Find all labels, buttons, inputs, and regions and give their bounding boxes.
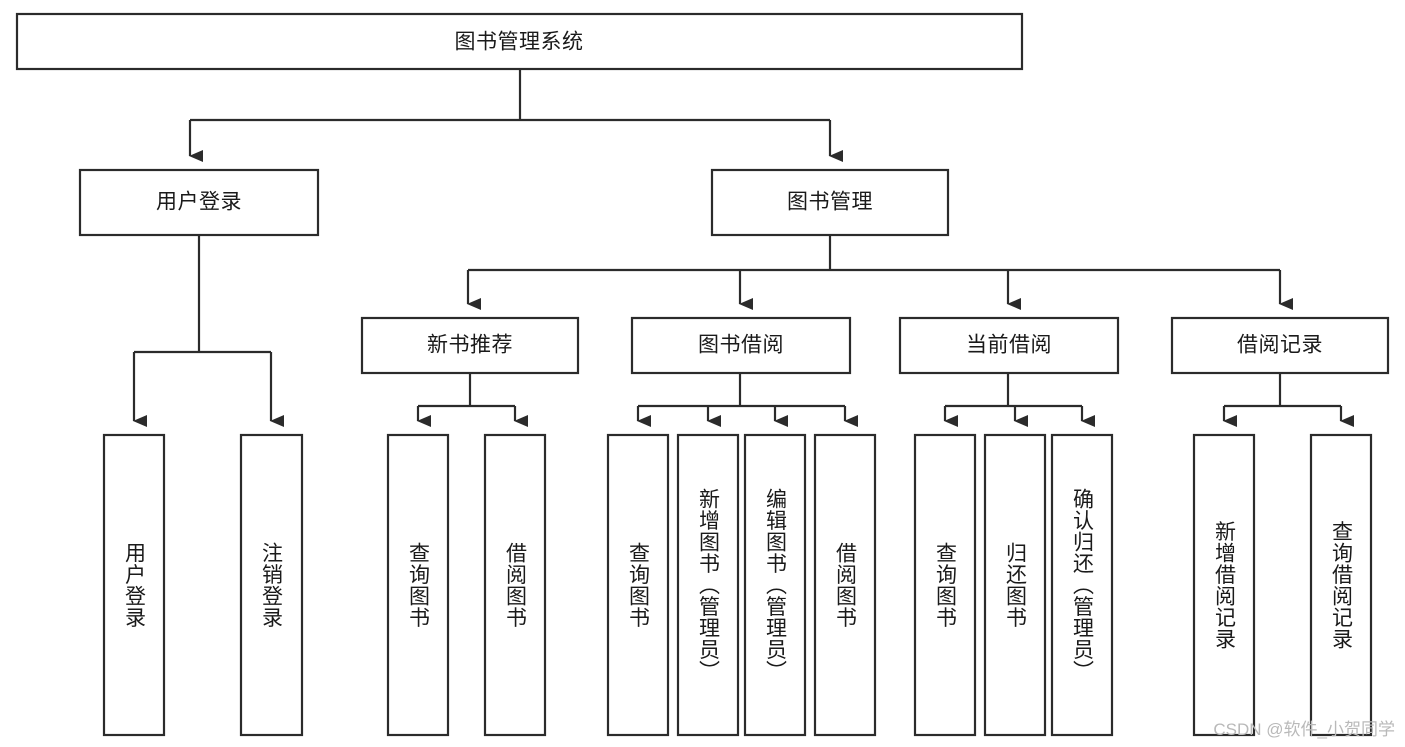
leaf-borrowrecord-query[interactable]: 查询借阅记录	[1309, 433, 1373, 737]
node-borrow-record[interactable]: 借阅记录	[1170, 316, 1390, 375]
leaf-borrowrecord-add[interactable]: 新增借阅记录	[1192, 433, 1256, 737]
leaf-bookborrow-add-box[interactable]	[676, 433, 740, 737]
leaf-borrowrecord-query-box[interactable]	[1309, 433, 1373, 737]
leaf-newbook-borrow-label: 借阅图书	[504, 542, 528, 628]
leaf-newbook-query-box[interactable]	[386, 433, 450, 737]
leaf-currentborrow-return[interactable]: 归还图书	[983, 433, 1047, 737]
leaf-newbook-borrow-box[interactable]	[483, 433, 547, 737]
node-borrow-record-label: 借阅记录	[1237, 334, 1323, 357]
node-new-book-recommend[interactable]: 新书推荐	[360, 316, 580, 375]
node-book-borrow-box[interactable]	[630, 316, 852, 375]
leaf-user-login-logout-box[interactable]	[239, 433, 304, 737]
node-current-borrow[interactable]: 当前借阅	[898, 316, 1120, 375]
leaf-newbook-query-label: 查询图书	[407, 542, 431, 628]
leaf-currentborrow-return-box[interactable]	[983, 433, 1047, 737]
leaf-borrowrecord-add-label: 新增借阅记录	[1213, 521, 1237, 650]
node-borrow-record-box[interactable]	[1170, 316, 1390, 375]
connector-newbook-to-leaves	[416, 373, 528, 427]
leaf-newbook-borrow[interactable]: 借阅图书	[483, 433, 547, 737]
leaf-borrowrecord-add-box[interactable]	[1192, 433, 1256, 737]
node-book-management[interactable]: 图书管理	[710, 168, 950, 237]
node-root-label: 图书管理系统	[455, 31, 584, 54]
leaf-user-login-login-label: 用户登录	[123, 542, 147, 628]
leaf-newbook-query[interactable]: 查询图书	[386, 433, 450, 737]
node-current-borrow-label: 当前借阅	[966, 334, 1052, 357]
leaf-user-login-login[interactable]: 用户登录	[102, 433, 166, 737]
leaf-currentborrow-confirm-box[interactable]	[1050, 433, 1114, 737]
connector-root-to-level2	[188, 69, 843, 162]
node-new-book-recommend-label: 新书推荐	[427, 334, 513, 357]
leaf-bookborrow-edit[interactable]: 编辑图书（管理员）	[743, 433, 807, 737]
leaf-currentborrow-query-label: 查询图书	[934, 542, 958, 628]
leaf-currentborrow-confirm-label: 确认归还（管理员）	[1071, 488, 1095, 682]
connector-bookborrow-to-leaves	[636, 373, 858, 427]
leaf-bookborrow-borrow-label: 借阅图书	[834, 542, 858, 628]
node-current-borrow-box[interactable]	[898, 316, 1120, 375]
node-root-box[interactable]	[15, 12, 1024, 71]
leaf-bookborrow-add-label: 新增图书（管理员）	[697, 488, 721, 682]
leaf-bookborrow-edit-label: 编辑图书（管理员）	[764, 488, 788, 682]
leaf-currentborrow-query[interactable]: 查询图书	[913, 433, 977, 737]
leaf-bookborrow-query-box[interactable]	[606, 433, 670, 737]
leaf-bookborrow-query[interactable]: 查询图书	[606, 433, 670, 737]
leaf-borrowrecord-query-label: 查询借阅记录	[1330, 521, 1354, 650]
node-root[interactable]: 图书管理系统	[15, 12, 1024, 71]
leaf-user-login-login-box[interactable]	[102, 433, 166, 737]
connector-borrowrecord-to-leaves	[1222, 373, 1354, 427]
leaf-user-login-logout-label: 注销登录	[260, 542, 284, 628]
leaf-bookborrow-edit-box[interactable]	[743, 433, 807, 737]
connector-currentborrow-to-leaves	[943, 373, 1095, 427]
leaf-bookborrow-borrow[interactable]: 借阅图书	[813, 433, 877, 737]
leaf-currentborrow-query-box[interactable]	[913, 433, 977, 737]
leaf-currentborrow-confirm[interactable]: 确认归还（管理员）	[1050, 433, 1114, 737]
node-new-book-recommend-box[interactable]	[360, 316, 580, 375]
connector-bookmgmt-to-level3	[466, 235, 1293, 310]
leaf-bookborrow-borrow-box[interactable]	[813, 433, 877, 737]
node-book-management-label: 图书管理	[787, 191, 873, 214]
node-user-login[interactable]: 用户登录	[78, 168, 320, 237]
leaf-user-login-logout[interactable]: 注销登录	[239, 433, 304, 737]
node-book-borrow-label: 图书借阅	[698, 334, 784, 357]
leaf-bookborrow-query-label: 查询图书	[627, 542, 651, 628]
node-book-borrow[interactable]: 图书借阅	[630, 316, 852, 375]
node-book-management-box[interactable]	[710, 168, 950, 237]
connector-userlogin-to-leaves	[132, 235, 284, 427]
node-user-login-label: 用户登录	[156, 191, 242, 214]
leaf-currentborrow-return-label: 归还图书	[1004, 542, 1028, 628]
node-user-login-box[interactable]	[78, 168, 320, 237]
leaf-bookborrow-add[interactable]: 新增图书（管理员）	[676, 433, 740, 737]
